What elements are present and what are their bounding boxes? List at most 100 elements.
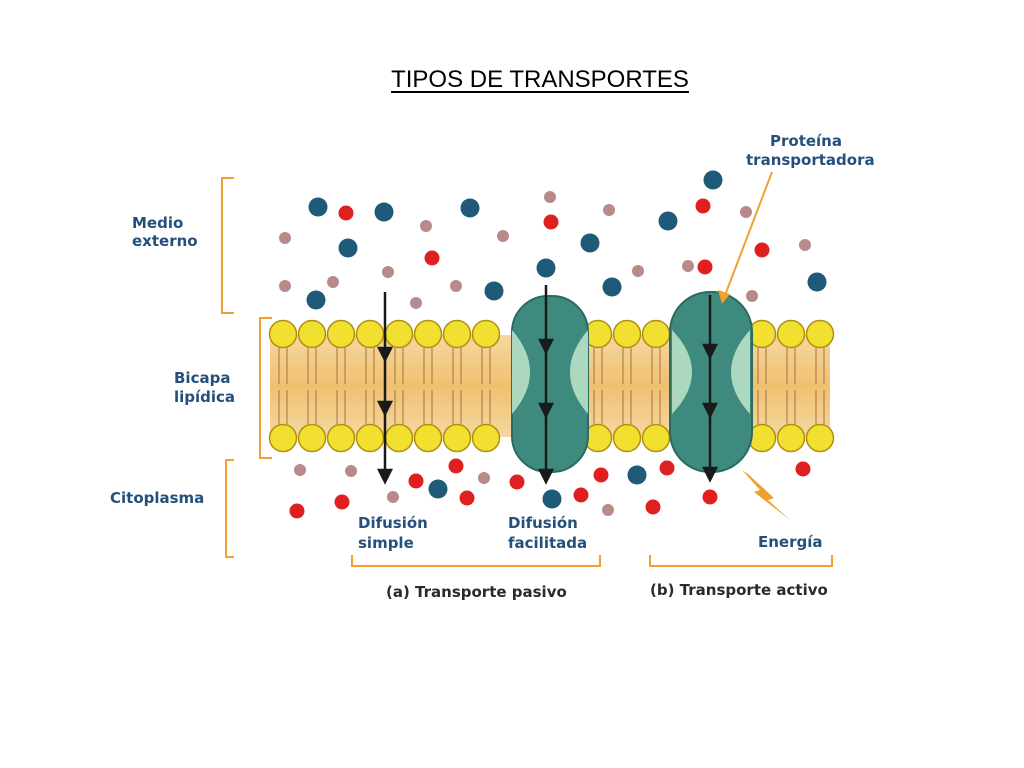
molecule-blue — [580, 233, 600, 253]
label-bicapa-1: Bicapa — [174, 369, 230, 387]
bracket-transporte-activo — [649, 555, 833, 567]
phospholipid-head — [268, 423, 298, 453]
molecule-red — [543, 214, 559, 230]
molecule-mauve — [478, 472, 490, 484]
label-transporte-pasivo: (a) Transporte pasivo — [386, 583, 567, 601]
molecule-mauve — [420, 220, 432, 232]
molecule-red — [424, 250, 440, 266]
phospholipid-head — [805, 319, 835, 349]
molecule-blue — [306, 290, 326, 310]
molecule-mauve — [746, 290, 758, 302]
molecule-blue — [542, 489, 562, 509]
molecule-mauve — [410, 297, 422, 309]
phospholipid-heads-top — [268, 319, 835, 349]
molecule-mauve — [497, 230, 509, 242]
molecule-red — [695, 198, 711, 214]
channel-protein — [511, 295, 589, 473]
phospholipid-head — [413, 423, 443, 453]
molecule-mauve — [294, 464, 306, 476]
molecule-red — [754, 242, 770, 258]
phospholipid-head — [384, 423, 414, 453]
page-title: TIPOS DE TRANSPORTES — [391, 66, 689, 93]
molecule-mauve — [632, 265, 644, 277]
phospholipid-heads-bottom — [268, 423, 835, 453]
molecule-blue — [658, 211, 678, 231]
phospholipid-head — [297, 423, 327, 453]
label-difusion-facilitada-2: facilitada — [508, 534, 587, 552]
phospholipid-head — [776, 319, 806, 349]
phospholipid-head — [442, 423, 472, 453]
lipid-tail-lines — [278, 348, 825, 424]
molecule-blue — [338, 238, 358, 258]
molecule-mauve — [799, 239, 811, 251]
molecule-red — [338, 205, 354, 221]
phospholipid-head — [297, 319, 327, 349]
molecule-red — [573, 487, 589, 503]
transport-arrows — [376, 285, 719, 485]
bottom-brackets — [351, 555, 833, 567]
protein-pointer — [718, 171, 773, 304]
molecule-red — [408, 473, 424, 489]
molecule-red — [702, 489, 718, 505]
molecule-mauve — [544, 191, 556, 203]
phospholipid-head — [384, 319, 414, 349]
phospholipid-head — [612, 423, 642, 453]
phospholipid-head — [442, 319, 472, 349]
molecule-blue — [308, 197, 328, 217]
molecule-red — [289, 503, 305, 519]
label-energia: Energía — [758, 533, 823, 551]
phospholipid-head — [641, 319, 671, 349]
molecule-mauve — [279, 232, 291, 244]
bracket-citoplasma — [225, 459, 234, 558]
molecules — [279, 170, 827, 519]
molecule-blue — [536, 258, 556, 278]
phospholipid-head — [612, 319, 642, 349]
bracket-transporte-pasivo — [351, 555, 601, 567]
label-citoplasma: Citoplasma — [110, 489, 204, 507]
molecule-mauve — [603, 204, 615, 216]
molecule-blue — [484, 281, 504, 301]
molecule-mauve — [382, 266, 394, 278]
molecule-mauve — [327, 276, 339, 288]
molecule-mauve — [345, 465, 357, 477]
bracket-bicapa — [259, 317, 272, 459]
label-proteina-2: transportadora — [746, 151, 875, 169]
label-bicapa-2: lipídica — [174, 388, 235, 406]
phospholipid-head — [355, 319, 385, 349]
left-brackets — [221, 177, 272, 558]
phospholipid-head — [413, 319, 443, 349]
label-transporte-activo: (b) Transporte activo — [650, 581, 828, 599]
molecule-mauve — [279, 280, 291, 292]
molecule-red — [659, 460, 675, 476]
label-medio-externo-1: Medio — [132, 214, 183, 232]
label-difusion-facilitada-1: Difusión — [508, 514, 578, 532]
phospholipid-head — [805, 423, 835, 453]
molecule-blue — [374, 202, 394, 222]
molecule-red — [509, 474, 525, 490]
phospholipid-head — [355, 423, 385, 453]
phospholipid-head — [776, 423, 806, 453]
bracket-medio-externo — [221, 177, 234, 314]
molecule-mauve — [450, 280, 462, 292]
molecule-red — [645, 499, 661, 515]
energy-bolt-icon — [742, 470, 790, 520]
molecule-red — [334, 494, 350, 510]
molecule-blue — [460, 198, 480, 218]
phospholipid-head — [326, 319, 356, 349]
label-difusion-simple-1: Difusión — [358, 514, 428, 532]
phospholipid-head — [326, 423, 356, 453]
molecule-red — [697, 259, 713, 275]
molecule-mauve — [387, 491, 399, 503]
molecule-red — [795, 461, 811, 477]
molecule-mauve — [740, 206, 752, 218]
molecule-blue — [602, 277, 622, 297]
label-difusion-simple-2: simple — [358, 534, 414, 552]
molecule-blue — [807, 272, 827, 292]
phospholipid-head — [641, 423, 671, 453]
molecule-mauve — [682, 260, 694, 272]
molecule-blue — [703, 170, 723, 190]
molecule-red — [593, 467, 609, 483]
phospholipid-head — [268, 319, 298, 349]
label-medio-externo-2: externo — [132, 232, 198, 250]
